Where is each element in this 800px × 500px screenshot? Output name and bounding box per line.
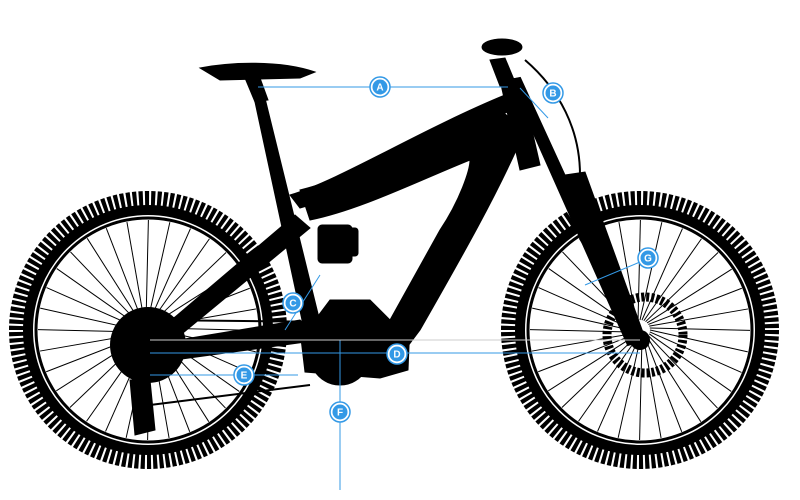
bike-frame — [129, 38, 646, 436]
geometry-marker-c: C — [282, 292, 304, 314]
spoke — [532, 307, 631, 331]
spoke — [548, 336, 634, 392]
marker-dot — [332, 404, 348, 420]
spoke — [645, 338, 683, 432]
stem — [489, 57, 516, 87]
spoke — [617, 339, 641, 438]
spoke — [639, 222, 663, 321]
line-g-headangle — [584, 261, 641, 286]
spoke — [86, 238, 142, 324]
front-spokes — [529, 219, 751, 441]
marker-label: B — [549, 89, 556, 100]
brake-hose — [524, 59, 581, 176]
front-wheel — [501, 191, 779, 469]
spoke — [538, 335, 632, 373]
shock-reservoir — [343, 227, 359, 257]
spoke — [126, 221, 145, 321]
marker-dot — [640, 250, 656, 266]
spoke — [597, 339, 639, 432]
spoke — [646, 268, 732, 324]
spoke — [649, 308, 749, 327]
geometry-marker-b: B — [542, 82, 564, 104]
line-b-headtube — [519, 87, 549, 119]
spoke — [531, 333, 631, 352]
spoke — [70, 251, 141, 325]
chain — [149, 319, 341, 406]
spoke — [649, 329, 748, 353]
front-tire — [501, 191, 779, 469]
spoke — [149, 228, 191, 321]
seatstay — [147, 214, 311, 353]
spoke — [145, 219, 149, 321]
spoke — [637, 219, 641, 321]
front-tire-inner — [515, 205, 765, 455]
marker-label: F — [337, 408, 343, 419]
spoke — [647, 335, 718, 409]
spoke — [151, 238, 210, 322]
marker-label: A — [376, 83, 383, 94]
geometry-markers: A B C D E F G — [233, 76, 659, 423]
spoke — [649, 327, 751, 331]
spoke — [529, 329, 631, 333]
spoke — [646, 336, 702, 422]
marker-label: D — [393, 350, 400, 361]
geometry-marker-e: E — [233, 364, 255, 386]
spoke — [643, 238, 702, 322]
spoke — [649, 331, 742, 373]
marker-dot — [285, 295, 301, 311]
spoke — [643, 339, 662, 439]
handlebar-grip — [481, 38, 523, 56]
marker-label: E — [241, 371, 248, 382]
front-rim — [526, 216, 754, 444]
saddle — [198, 62, 317, 81]
spoke — [561, 337, 635, 408]
marker-dot — [389, 346, 405, 362]
spoke — [645, 252, 719, 323]
spoke — [538, 287, 631, 329]
marker-label: C — [289, 299, 296, 310]
marker-label: G — [644, 254, 652, 265]
geometry-marker-a: A — [369, 76, 391, 98]
spoke — [105, 228, 143, 322]
spoke — [153, 252, 227, 323]
geometry-marker-d: D — [386, 343, 408, 365]
marker-dot — [236, 367, 252, 383]
seat-post — [244, 77, 269, 103]
marker-dot — [372, 79, 388, 95]
spoke — [641, 228, 683, 321]
spoke — [648, 287, 742, 325]
geometry-marker-g: G — [637, 247, 659, 269]
spoke — [147, 222, 171, 321]
spoke — [639, 339, 643, 441]
geometry-marker-f: F — [329, 401, 351, 423]
brake-rotor — [602, 292, 688, 378]
marker-dot — [545, 85, 561, 101]
spoke — [648, 333, 732, 392]
rear-derailleur — [129, 379, 156, 436]
